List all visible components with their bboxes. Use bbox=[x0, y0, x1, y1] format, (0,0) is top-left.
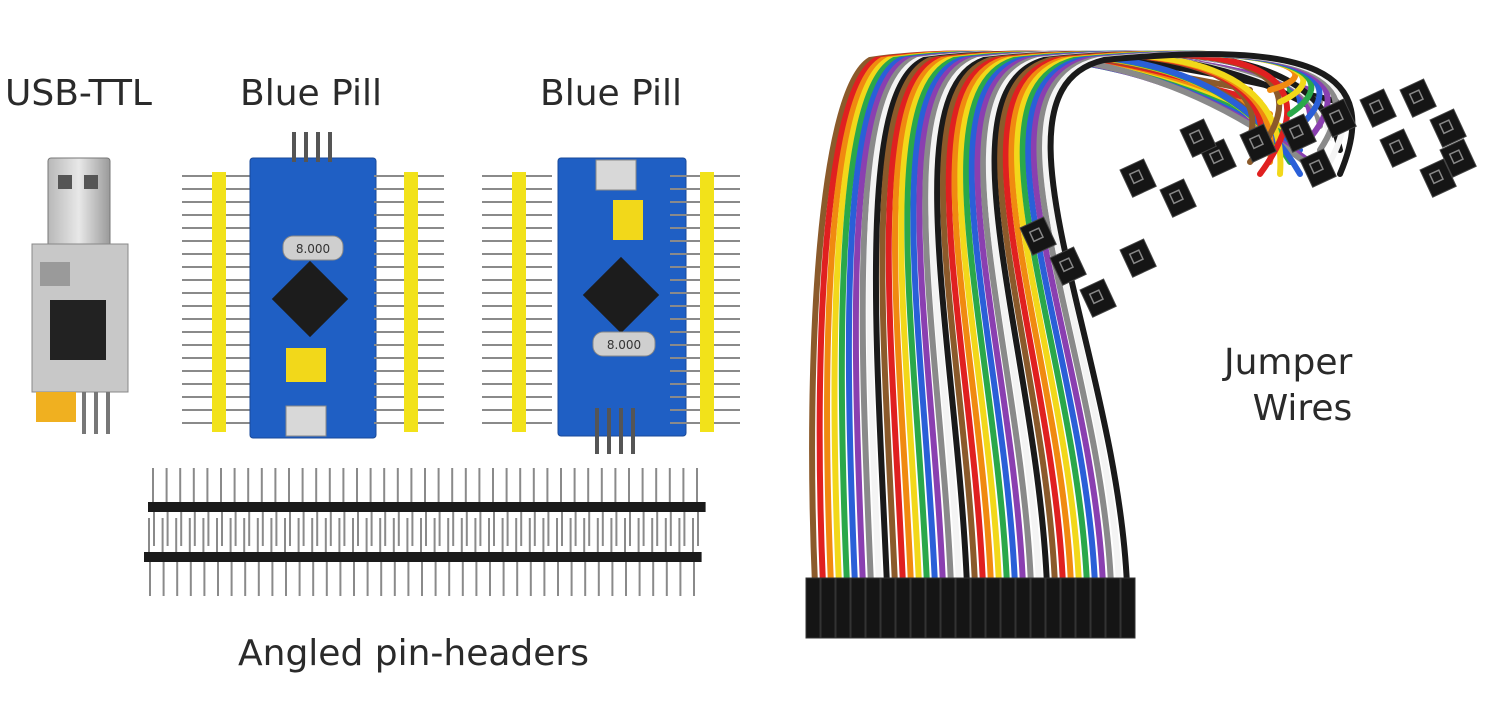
angled-pin-header-top bbox=[148, 468, 706, 546]
left-board-right-header bbox=[374, 172, 444, 432]
label-jumper-line1: Jumper bbox=[1224, 342, 1353, 383]
crystal-label-right: 8.000 bbox=[607, 338, 641, 352]
angled-pin-header-bottom bbox=[144, 518, 702, 596]
crystal-label-left: 8.000 bbox=[296, 242, 330, 256]
blue-pill-board-left: 8.000 bbox=[249, 132, 377, 439]
usb-ttl-adapter bbox=[31, 157, 129, 434]
right-board-right-header bbox=[670, 172, 740, 432]
left-vertical-header bbox=[182, 172, 252, 432]
label-angled-pin-headers: Angled pin-headers bbox=[238, 633, 589, 674]
label-usb-ttl: USB-TTL bbox=[5, 73, 152, 114]
right-board-left-header bbox=[482, 172, 552, 432]
label-blue-pill-left: Blue Pill bbox=[240, 73, 383, 114]
blue-pill-board-right: 8.000 bbox=[557, 157, 687, 454]
label-jumper-line2: Wires bbox=[1252, 388, 1353, 429]
label-blue-pill-right: Blue Pill bbox=[540, 73, 683, 114]
jumper-wires-bundle bbox=[805, 50, 1477, 639]
label-jumper-wires: Jumper Wires bbox=[1224, 340, 1352, 432]
